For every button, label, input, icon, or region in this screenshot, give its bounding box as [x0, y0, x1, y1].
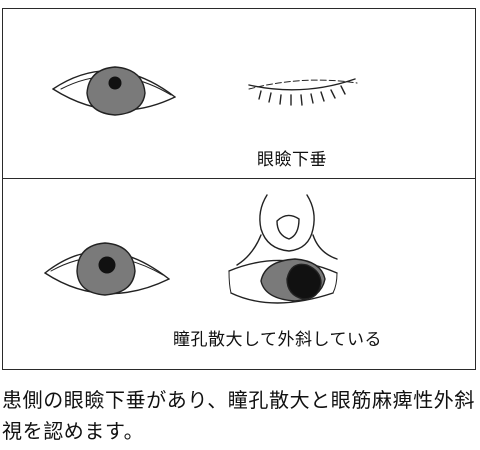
- dilated-pupil: [286, 263, 322, 300]
- mydriasis-exotropia-label: 瞳孔散大して外斜している: [173, 330, 382, 350]
- iris: [86, 66, 146, 116]
- panel-divider: [3, 178, 475, 179]
- pupil: [98, 256, 116, 274]
- normal-eye-top: [52, 66, 176, 116]
- drooping-eyelid: [248, 78, 358, 106]
- normal-eye-bottom: [44, 242, 170, 296]
- affected-eye: [228, 258, 338, 304]
- pupil: [108, 76, 122, 90]
- eye-illustration: [44, 66, 358, 304]
- finger: [236, 194, 338, 266]
- figure-caption: 患側の眼瞼下垂があり、瞳孔散大と眼筋麻痺性外斜視を認めます。: [2, 388, 475, 443]
- diagram-figure: 眼瞼下垂 瞳孔散大して外斜している: [2, 8, 476, 370]
- ptosis-label: 眼瞼下垂: [257, 150, 327, 170]
